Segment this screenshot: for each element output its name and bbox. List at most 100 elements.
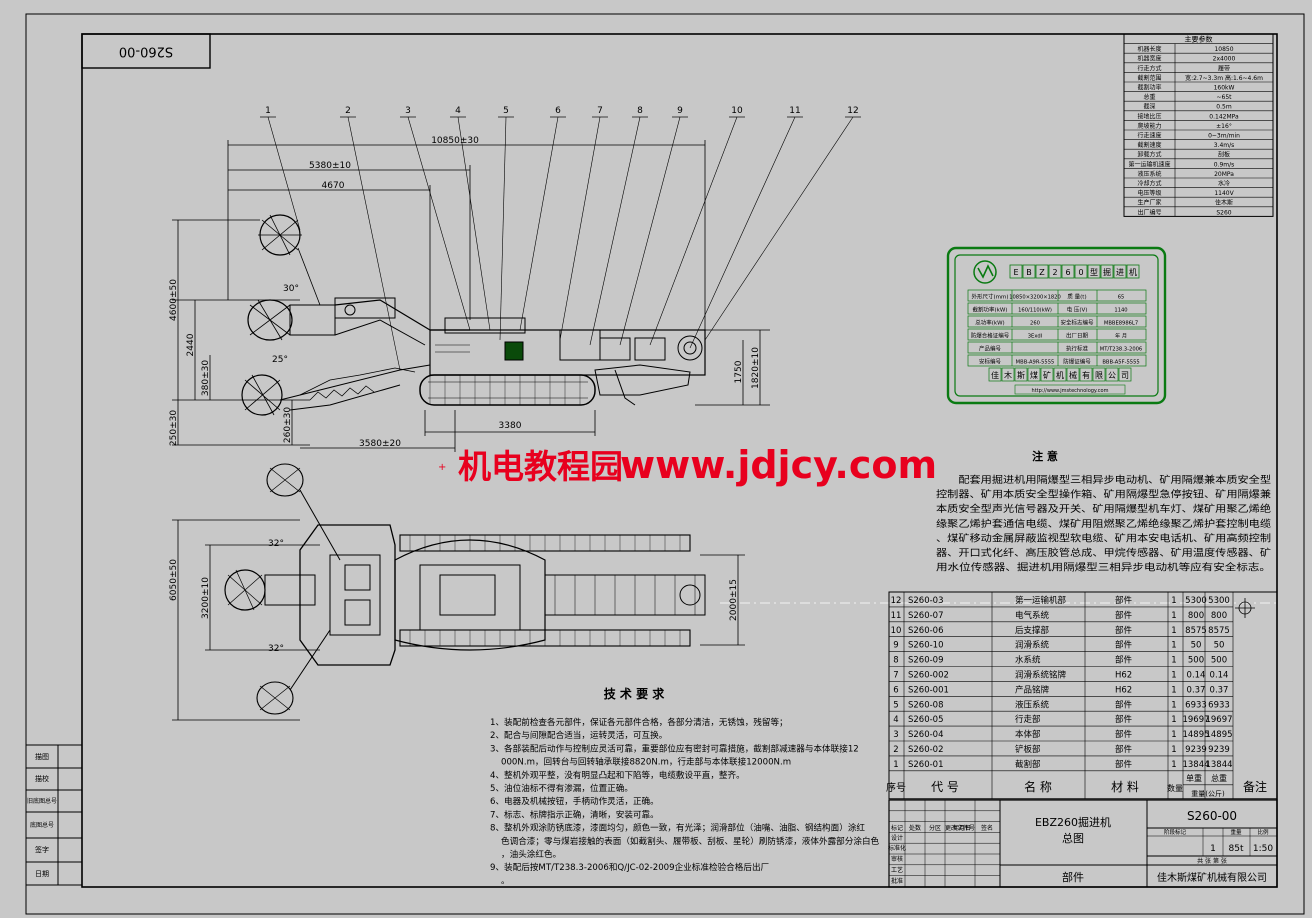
nameplate-field-label: 安全标志编号: [1060, 319, 1094, 327]
tech-req-line: 000N.m，回转台与回转轴承联接8820N.m，行走部与本体联接12000N.…: [501, 756, 791, 768]
nameplate-field-label: 安标编号: [979, 358, 1002, 366]
bom-header-cell: 代 号: [931, 780, 959, 794]
part-label: 11: [789, 106, 800, 116]
tech-req-line: 2、配合与间隙配合适当，运转灵活，可互换。: [490, 729, 667, 741]
bom-name: 行走部: [1015, 714, 1041, 725]
title-block-qty: 1: [1210, 844, 1216, 854]
nameplate-field-value: 65: [1118, 295, 1125, 301]
params-label: 行走速度: [1137, 132, 1161, 140]
bom-material: 部件: [1115, 625, 1133, 636]
left-label-old-base: 旧底图总号: [27, 797, 57, 805]
nameplate-field-value: MT/T238.3-2006: [1100, 347, 1143, 353]
bom-qty: 1: [1171, 671, 1176, 681]
bom-total-weight: 0.37: [1210, 685, 1229, 695]
side-view: 10850±30 5380±10 4670 4600±50 2440 380±3…: [169, 106, 861, 452]
plan-cutting-head-mid: [224, 569, 316, 611]
dim-5380: 5380±10: [309, 161, 351, 171]
part-label: 7: [597, 106, 603, 116]
title-block-role: 批准: [891, 877, 903, 885]
params-label: 机器长度: [1137, 45, 1161, 53]
bom-material: 部件: [1115, 744, 1133, 755]
bom-unit-weight: 5300: [1185, 596, 1207, 606]
bom-total-weight: 0.14: [1210, 671, 1229, 681]
params-value: S260: [1216, 209, 1231, 216]
title-block-role: 处数: [909, 824, 921, 832]
title-block: 标记处数分区更改文件号签名年月日设计标准化审核工艺批准EBZ260掘进机总图部件…: [888, 799, 1278, 888]
title-block-role: 年月日: [953, 824, 971, 832]
cutting-head-lowered: [241, 364, 431, 416]
bom-name: 润滑系统铭牌: [1015, 670, 1067, 681]
part-label: 4: [455, 106, 461, 116]
bom-code: S260-09: [908, 656, 944, 666]
bom-code: S260-08: [908, 700, 944, 710]
params-label: 卸载方式: [1137, 151, 1161, 159]
nameplate-field-label: 防爆证编号: [1063, 358, 1091, 366]
tech-req-line: 9、装配后按MT/T238.3-2006和Q/JC-02-2009企业标准检验合…: [490, 861, 770, 873]
dim-1750: 1750: [734, 360, 744, 383]
part-label: 3: [405, 106, 411, 116]
left-label-sign: 签字: [35, 845, 49, 854]
bom-name: 后支撑部: [1015, 625, 1050, 636]
title-block-scale: 1:50: [1253, 844, 1273, 854]
bom-seq: 7: [893, 671, 898, 681]
nameplate-footer: http://www.jmstechnology.com: [1032, 388, 1109, 394]
bom-material: 部件: [1115, 655, 1133, 666]
params-label: 行走方式: [1137, 64, 1161, 72]
bom-seq: 10: [891, 626, 902, 636]
tech-req-line: 8、整机外观涂防锈底漆，漆面均匀，颜色一致，有光泽；润滑部位（油嘴、油脂、钢结构…: [490, 822, 865, 834]
bom-total-weight: 19697: [1205, 715, 1232, 725]
bom-name: 第一运输机部: [1015, 595, 1067, 606]
bom-material: 部件: [1115, 595, 1133, 606]
bom-code: S260-07: [908, 611, 944, 621]
bom-unit-weight: 0.37: [1187, 685, 1206, 695]
bom-code: S260-02: [908, 745, 944, 755]
params-label: 截割范围: [1137, 74, 1161, 82]
part-label: 6: [555, 106, 561, 116]
nameplate-field-value: 3ExdI: [1028, 334, 1043, 340]
bom-unit-weight: 0.14: [1187, 671, 1206, 681]
nameplate-maker-char: 煤: [1030, 370, 1038, 380]
params-label: 生产厂家: [1137, 199, 1161, 207]
bom-qty: 1: [1171, 715, 1176, 725]
bom-material: H62: [1115, 685, 1132, 695]
title-block-role: 工艺: [891, 866, 903, 874]
nameplate-maker-char: 矿: [1043, 370, 1051, 380]
tech-requirements: 技 术 要 求 1、装配前检查各元部件，保证各元部件合格，各部分清洁，无锈蚀，残…: [490, 686, 880, 886]
nameplate-logo: [973, 260, 997, 284]
bom-qty: 1: [1171, 596, 1176, 606]
title-block-role: 更改文件号: [945, 824, 975, 832]
params-value: 0.142MPa: [1209, 113, 1239, 120]
nameplate-model-char: E: [1013, 268, 1018, 277]
title-block-role: 标准化: [888, 844, 906, 852]
params-label: 出厂编号: [1137, 208, 1161, 216]
tech-req-line: 3、各部装配后动作与控制应灵活可靠，重要部位应有密封可靠措施，截割部减速器与本体…: [490, 742, 859, 754]
bom-qty: 1: [1171, 626, 1176, 636]
nameplate-field-label: 电 压(V): [1067, 306, 1088, 314]
notes-line: 本质安全型声光信号器及开关、矿用隔爆型机车灯、煤矿用聚乙烯绝: [936, 503, 1271, 515]
title-block-stage-label: 阶段标记: [1164, 828, 1187, 836]
bom-code: S260-04: [908, 730, 944, 740]
bom-total-weight: 6933: [1208, 700, 1230, 710]
drawing-number-box: S260-00: [81, 33, 211, 69]
params-value: 160kW: [1214, 85, 1235, 92]
bom-code: S260-03: [908, 596, 944, 606]
params-value: 10850: [1214, 46, 1233, 53]
notes-line: 器、开口式化纤、高压胶管总成、甲烷传感器、矿用温度传感器、矿: [936, 547, 1271, 559]
nameplate-field-value: 1140: [1114, 308, 1127, 314]
left-label-trace-check: 描校: [35, 774, 49, 783]
bom-total-weight: 14895: [1205, 730, 1232, 740]
bom-qty: 1: [1171, 641, 1176, 651]
nameplate-field-label: 产品编号: [979, 345, 1002, 353]
nameplate-field-label: 出厂日期: [1066, 332, 1089, 340]
outer-frame: [25, 13, 1305, 915]
tech-req-line: 7、标志、标牌指示正确，清晰，安装可靠。: [490, 808, 659, 820]
bom-code: S260-001: [908, 685, 949, 695]
bom-header-cell: 总重: [1211, 773, 1227, 783]
plan-body: [299, 524, 706, 666]
params-value: 佳木斯: [1215, 199, 1233, 207]
tech-req-line: 色调合漆；零与煤岩接触的表面（如截割头、履带板、刮板、星轮）刷防锈漆，液体外露部…: [501, 835, 880, 847]
bom-code: S260-01: [908, 760, 944, 770]
bom-name: 本体部: [1015, 729, 1041, 740]
nameplate-model-char: 进: [1116, 268, 1124, 277]
